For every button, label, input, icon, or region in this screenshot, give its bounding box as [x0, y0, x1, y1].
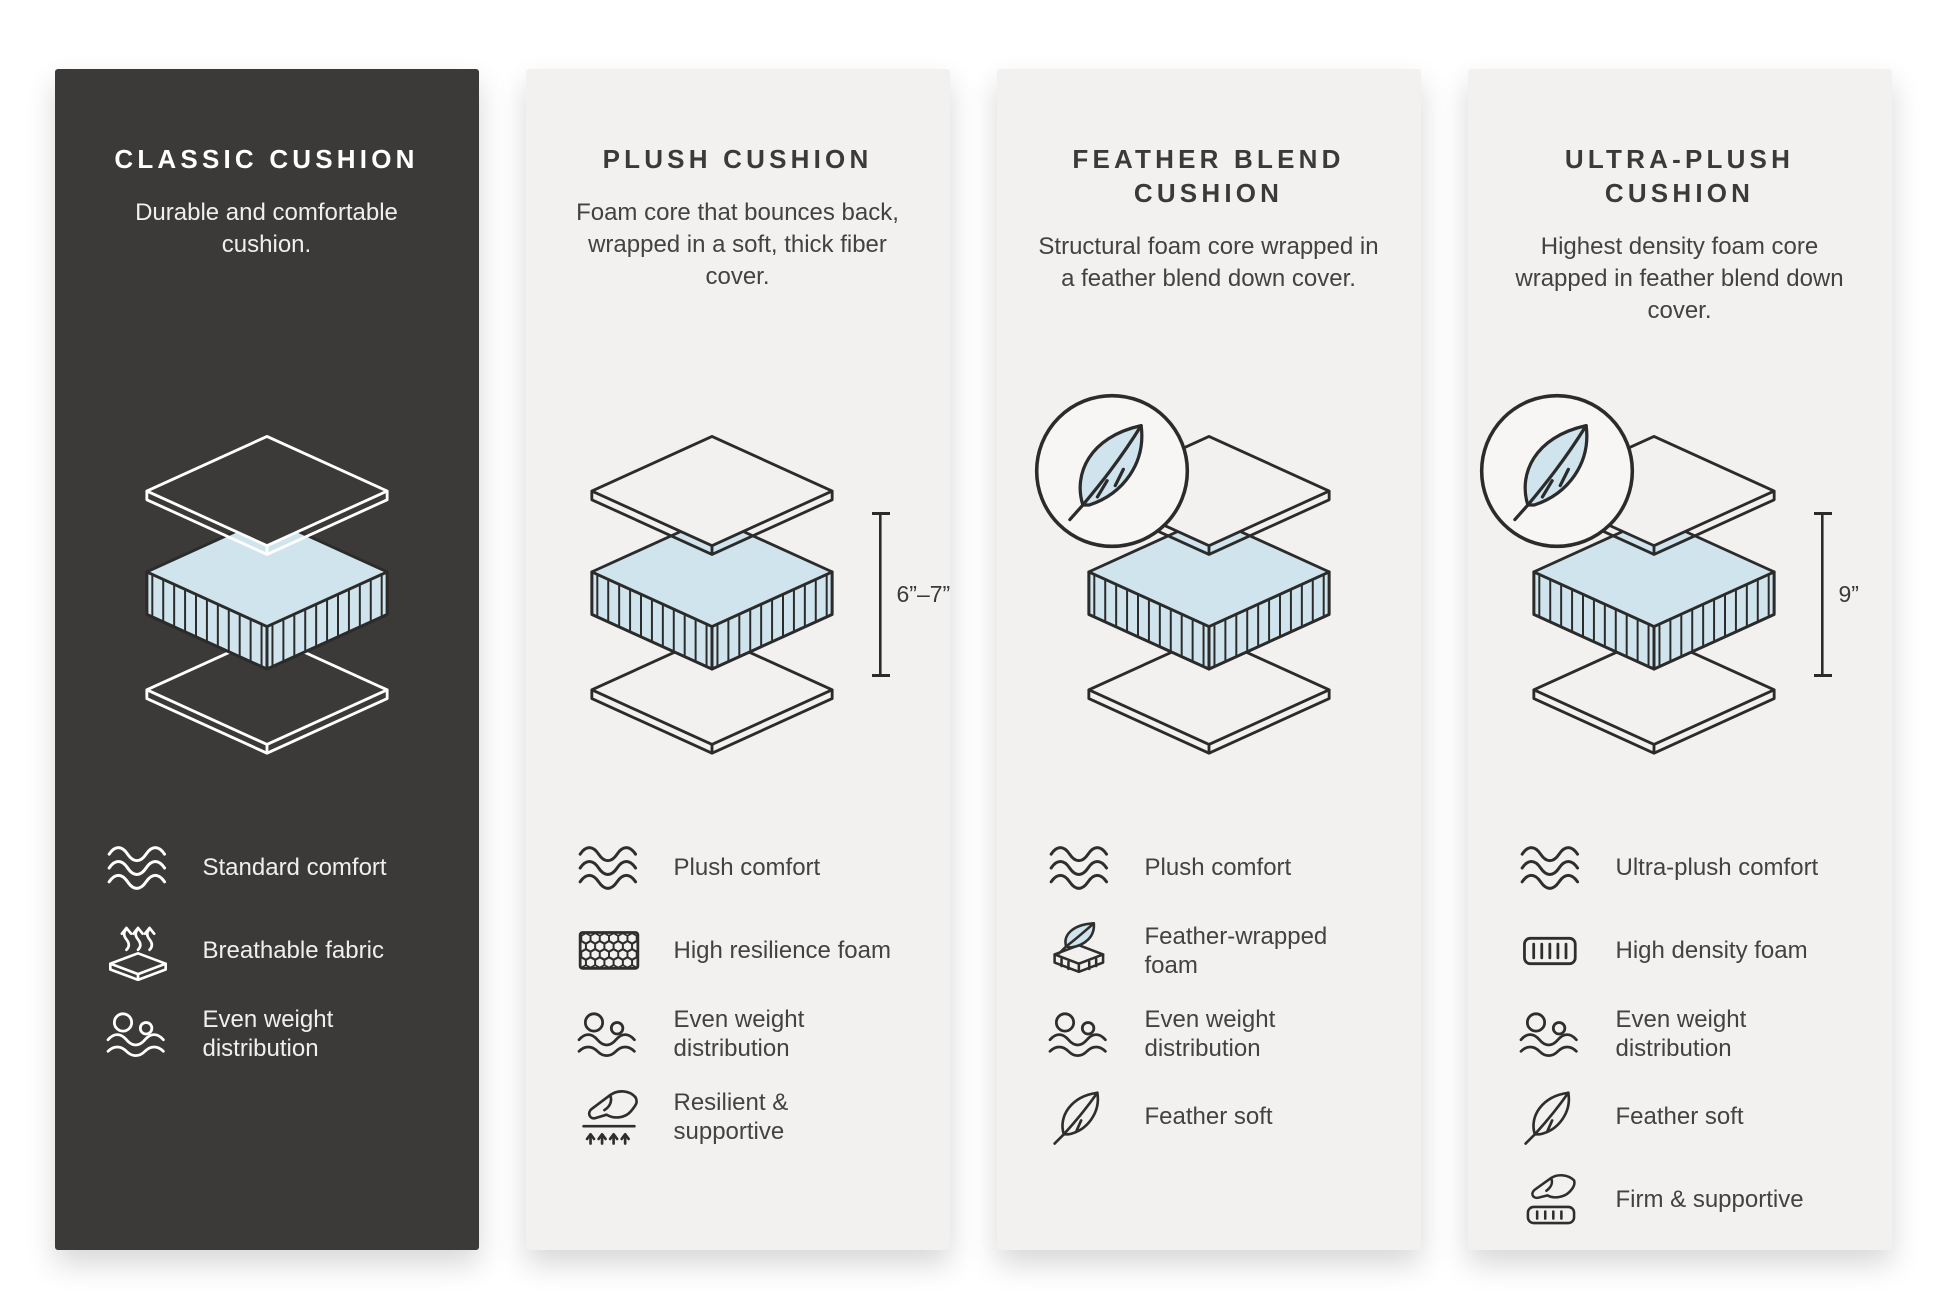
feature-ultra-plush-comfort: Ultra-plush comfort — [1512, 837, 1858, 899]
card-header: FEATHER BLEND CUSHION Structural foam co… — [1031, 143, 1387, 381]
feature-feather-soft: Feather soft — [1041, 1086, 1387, 1148]
even-weight-icon — [570, 1004, 648, 1064]
thickness-label: 6”–7” — [896, 581, 951, 607]
cushion-diagram: 9” — [1512, 432, 1859, 762]
diagram-zone: 9” — [1502, 381, 1859, 813]
honeycomb-foam-icon — [570, 921, 648, 981]
feature-high-density-foam: High density foam — [1512, 920, 1858, 982]
feature-feather-wrapped-foam: Feather-wrapped foam — [1041, 920, 1387, 982]
feature-plush-comfort: Plush comfort — [570, 837, 916, 899]
feature-list: Plush comfort Feather-wrapped foam Even … — [1031, 837, 1387, 1148]
feature-label: Even weight distribution — [673, 1005, 805, 1062]
feature-list: Standard comfort Breathable fabric Even … — [89, 837, 445, 1065]
feature-standard-comfort: Standard comfort — [99, 837, 445, 899]
card-description: Durable and comfortable cushion. — [135, 198, 398, 258]
card-title: CLASSIC CUSHION — [114, 144, 419, 174]
wave-lines-icon — [99, 838, 177, 898]
card-feather-blend-cushion: FEATHER BLEND CUSHION Structural foam co… — [996, 69, 1421, 1250]
wave-lines-icon — [570, 838, 648, 898]
wave-lines-icon — [1041, 838, 1119, 898]
feature-label: Ultra-plush comfort — [1615, 854, 1819, 882]
feature-plush-comfort: Plush comfort — [1041, 837, 1387, 899]
diagram-zone — [89, 381, 445, 813]
wave-lines-icon — [1512, 838, 1590, 898]
cushion-diagram — [125, 432, 409, 762]
feather-badge-icon — [1031, 390, 1193, 552]
card-plush-cushion: PLUSH CUSHION Foam core that bounces bac… — [525, 69, 950, 1250]
feature-label: Feather soft — [1615, 1103, 1744, 1131]
diagram-zone — [1031, 381, 1387, 813]
feature-feather-soft: Feather soft — [1512, 1086, 1858, 1148]
feature-list: Plush comfort High resilience foam Even … — [560, 837, 916, 1148]
measure-line — [1813, 512, 1832, 677]
feature-firm-supportive: Firm & supportive — [1512, 1169, 1858, 1231]
feature-label: Feather soft — [1144, 1103, 1273, 1131]
feather-badge-icon — [1476, 390, 1638, 552]
feather-wrapped-foam-icon — [1041, 921, 1119, 981]
firm-supportive-icon — [1512, 1170, 1590, 1230]
feature-label: High resilience foam — [673, 937, 891, 965]
card-description: Structural foam core wrapped in a feathe… — [1038, 232, 1379, 292]
feature-breathable-fabric: Breathable fabric — [99, 920, 445, 982]
high-density-foam-icon — [1512, 921, 1590, 981]
feature-label: Feather-wrapped foam — [1144, 922, 1328, 979]
even-weight-icon — [1512, 1004, 1590, 1064]
feature-even-weight: Even weight distribution — [1512, 1003, 1858, 1065]
card-title: PLUSH CUSHION — [602, 144, 873, 174]
feature-label: High density foam — [1615, 937, 1808, 965]
cushion-layers-diagram — [125, 432, 409, 762]
card-title: ULTRA-PLUSH CUSHION — [1564, 144, 1795, 208]
feature-high-resilience-foam: High resilience foam — [570, 920, 916, 982]
feature-resilient-supportive: Resilient & supportive — [570, 1086, 916, 1148]
card-description: Foam core that bounces back, wrapped in … — [576, 198, 899, 291]
even-weight-icon — [1041, 1004, 1119, 1064]
feature-label: Plush comfort — [1144, 854, 1292, 882]
feature-list: Ultra-plush comfort High density foam Ev… — [1502, 837, 1858, 1231]
card-description: Highest density foam core wrapped in fea… — [1515, 232, 1844, 324]
feature-label: Even weight distribution — [1144, 1005, 1276, 1062]
feature-even-weight: Even weight distribution — [1041, 1003, 1387, 1065]
even-weight-icon — [99, 1004, 177, 1064]
thickness-measure: 6”–7” — [871, 512, 951, 677]
card-header: PLUSH CUSHION Foam core that bounces bac… — [560, 143, 916, 381]
card-header: ULTRA-PLUSH CUSHION Highest density foam… — [1502, 143, 1858, 381]
feature-even-weight: Even weight distribution — [570, 1003, 916, 1065]
card-title: FEATHER BLEND CUSHION — [1072, 144, 1345, 208]
feather-icon — [1041, 1087, 1119, 1147]
cushion-diagram: 6”–7” — [570, 432, 950, 762]
card-classic-cushion: CLASSIC CUSHION Durable and comfortable … — [54, 69, 479, 1250]
breathable-fabric-icon — [99, 921, 177, 981]
thickness-measure: 9” — [1813, 512, 1859, 677]
measure-line — [871, 512, 890, 677]
feature-even-weight: Even weight distribution — [99, 1003, 445, 1065]
feature-label: Plush comfort — [673, 854, 821, 882]
thickness-label: 9” — [1838, 581, 1859, 607]
feature-label: Breathable fabric — [202, 937, 384, 965]
feature-label: Standard comfort — [202, 854, 387, 882]
card-ultra-plush-cushion: ULTRA-PLUSH CUSHION Highest density foam… — [1467, 69, 1892, 1250]
card-header: CLASSIC CUSHION Durable and comfortable … — [89, 143, 445, 381]
feature-label: Even weight distribution — [202, 1005, 334, 1062]
diagram-zone: 6”–7” — [560, 381, 950, 813]
feather-icon — [1512, 1087, 1590, 1147]
feature-label: Resilient & supportive — [673, 1088, 789, 1145]
feature-label: Even weight distribution — [1615, 1005, 1747, 1062]
feature-label: Firm & supportive — [1615, 1186, 1804, 1214]
cushion-comparison-infographic: CLASSIC CUSHION Durable and comfortable … — [54, 69, 1892, 1250]
cushion-layers-diagram — [570, 432, 854, 762]
cushion-diagram — [1067, 432, 1351, 762]
hand-press-icon — [570, 1087, 648, 1147]
